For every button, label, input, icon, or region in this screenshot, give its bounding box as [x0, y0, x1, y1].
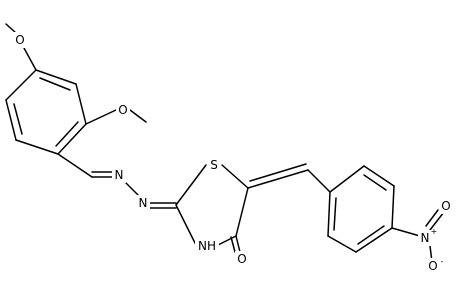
bond [85, 109, 117, 125]
bond [363, 165, 395, 187]
bond [307, 169, 331, 193]
bond [329, 165, 365, 193]
atom-layer: O O N N S NH O N + O O - [13, 32, 453, 274]
bond [35, 69, 77, 85]
bond [57, 153, 93, 178]
bond [55, 121, 79, 147]
atom-label: O [118, 103, 127, 117]
bond [75, 83, 87, 125]
atom-label: N [115, 168, 124, 182]
bond [230, 236, 236, 253]
bond [425, 209, 439, 227]
bond [363, 174, 387, 191]
bond [23, 47, 37, 71]
atom-label: S [210, 158, 218, 172]
atom-label: O [237, 252, 246, 266]
bond [221, 164, 249, 189]
atom-label: NH [198, 239, 216, 253]
bond [355, 227, 393, 253]
bond [235, 235, 241, 253]
bond [175, 204, 197, 246]
bond [333, 197, 337, 231]
bond [217, 235, 237, 246]
bond [129, 109, 147, 123]
bond [357, 225, 385, 245]
bond [5, 99, 17, 141]
bond [391, 185, 395, 229]
bond [235, 187, 249, 237]
atom-label: N [139, 196, 148, 210]
bond [15, 139, 59, 155]
atom-charge: - [441, 257, 444, 266]
bond [175, 164, 207, 206]
bond [247, 169, 309, 189]
bond [391, 227, 421, 237]
atom-charge: + [431, 227, 438, 236]
atom-label: O [15, 33, 24, 47]
bond [5, 69, 37, 101]
bond [57, 123, 87, 155]
bond [327, 191, 331, 237]
bond [13, 103, 23, 135]
bond [39, 77, 71, 91]
atom-label: O [428, 259, 437, 273]
bond-layer [5, 23, 445, 263]
bond [5, 23, 17, 34]
bond [123, 180, 139, 196]
atom-label: O [441, 199, 450, 213]
atom-label: N [421, 231, 430, 245]
bond [429, 211, 445, 231]
bond [327, 235, 357, 253]
bond [249, 163, 307, 182]
